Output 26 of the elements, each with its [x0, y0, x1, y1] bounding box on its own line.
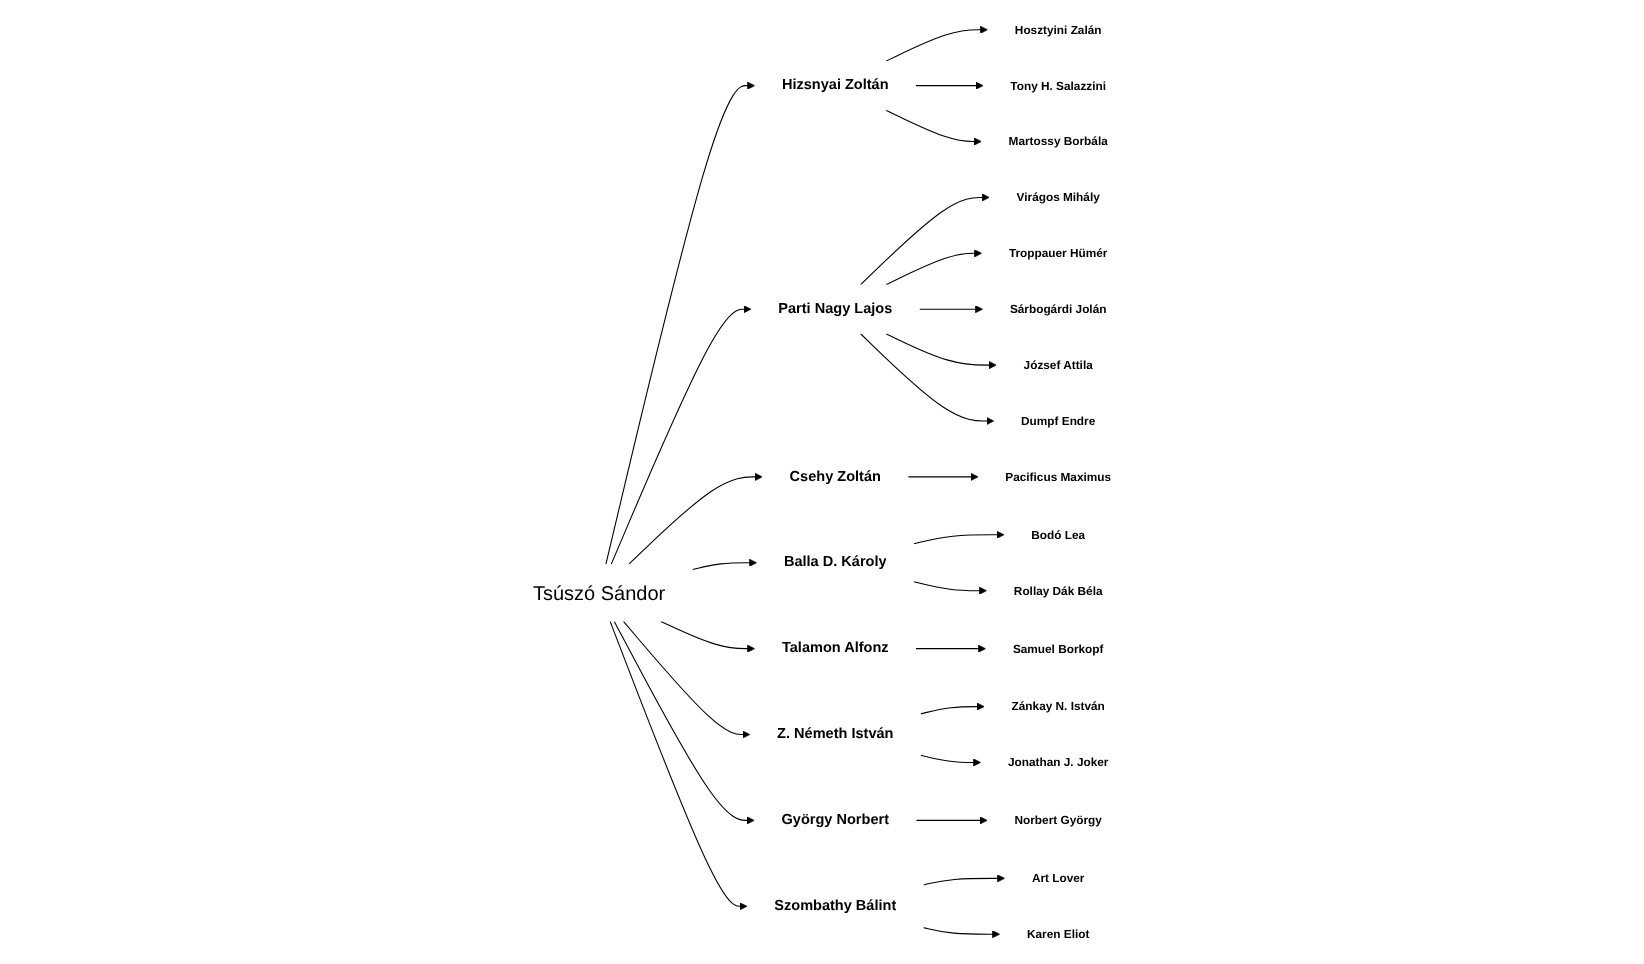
- arrow: [885, 249, 983, 286]
- arrow: [915, 816, 988, 825]
- arrow: [915, 81, 984, 90]
- arrow: [613, 620, 755, 825]
- arrow: [610, 305, 752, 565]
- arrow: [918, 305, 983, 314]
- arrow: [920, 702, 985, 715]
- arrow: [915, 644, 986, 653]
- arrow: [920, 754, 982, 767]
- arrow: [860, 193, 990, 286]
- node-text: Tsúszó Sándor: [532, 581, 666, 605]
- arrow: [923, 874, 1005, 886]
- arrow: [860, 333, 995, 425]
- arrow: [907, 472, 979, 481]
- arrow: [913, 530, 1005, 545]
- arrow: [885, 25, 988, 62]
- arrow: [605, 81, 756, 565]
- arrow: [923, 927, 1001, 939]
- arrow: [885, 333, 997, 370]
- arrow: [609, 620, 748, 911]
- arrow: [622, 620, 751, 739]
- arrow: [885, 109, 982, 146]
- arrow: [660, 620, 756, 653]
- arrow: [628, 472, 763, 565]
- arrow: [913, 581, 987, 595]
- arrow: [691, 558, 758, 571]
